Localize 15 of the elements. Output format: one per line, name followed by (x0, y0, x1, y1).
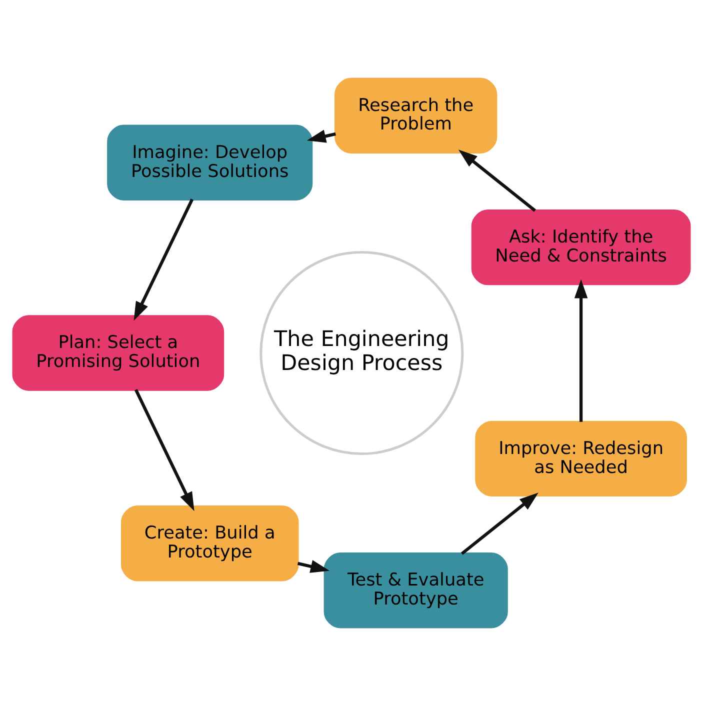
arrow (134, 198, 194, 321)
node-box: Ask: Identify the Need & Constraints (471, 210, 691, 286)
node-box: Create: Build a Prototype (120, 506, 299, 582)
arrow (306, 130, 336, 143)
node-circle: The Engineering Design Process (260, 250, 464, 456)
arrow (134, 389, 194, 512)
node-box: Improve: Redesign as Needed (475, 420, 687, 496)
arrow (460, 492, 538, 555)
node-box: Plan: Select a Promising Solution (12, 315, 224, 391)
arrow (458, 150, 536, 212)
node-box: Test & Evaluate Prototype (324, 552, 508, 628)
arrow (297, 560, 330, 573)
node-box: Imagine: Develop Possible Solutions (107, 124, 313, 200)
node-box: Research the Problem (334, 78, 498, 154)
arrow (574, 279, 588, 422)
